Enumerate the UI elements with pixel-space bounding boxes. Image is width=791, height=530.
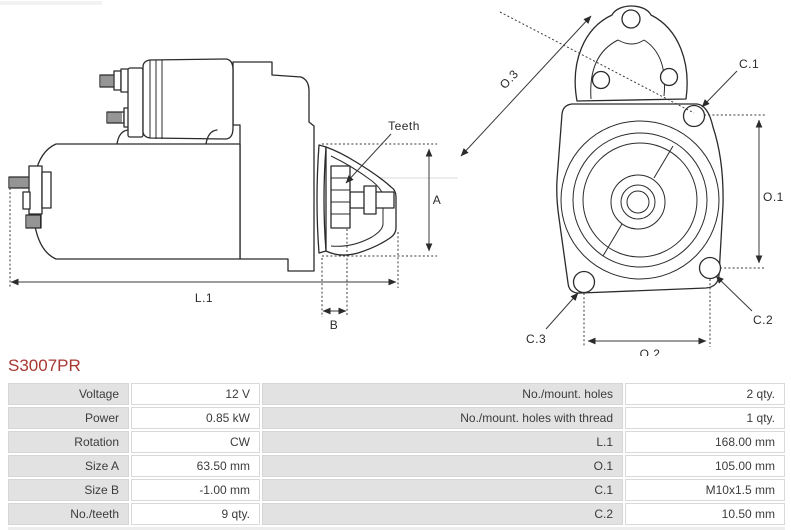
dim-label-c2: C.2 xyxy=(753,313,773,327)
spec-label: Size B xyxy=(8,479,129,501)
pinion-gear xyxy=(330,165,351,229)
spec-value: 9 qty. xyxy=(131,503,260,525)
spec-value: M10x1.5 mm xyxy=(625,479,785,501)
spec-label: Power xyxy=(8,407,129,429)
mounting-flange xyxy=(556,103,724,294)
solenoid-end-plate xyxy=(127,67,144,138)
spec-label: Rotation xyxy=(8,431,129,453)
spec-table: Voltage 12 V No./mount. holes 2 qty. Pow… xyxy=(8,383,785,525)
front-view: O.3 O.1 O.2 C.1 C.2 C.3 xyxy=(460,5,784,356)
spec-value: CW xyxy=(131,431,260,453)
dim-label-c1: C.1 xyxy=(739,57,759,71)
spec-value: 12 V xyxy=(131,383,260,405)
spec-label: C.1 xyxy=(262,479,623,501)
dim-label-l1: L.1 xyxy=(195,291,213,305)
part-number-title: S3007PR xyxy=(8,356,81,375)
spec-label: Size A xyxy=(8,455,129,477)
spec-value: 2 qty. xyxy=(625,383,785,405)
spec-value: 105.00 mm xyxy=(625,455,785,477)
bracket-hole-left xyxy=(591,70,611,90)
side-view: A Teeth L.1 B xyxy=(8,58,458,332)
spec-label: C.2 xyxy=(262,503,623,525)
spec-label: O.1 xyxy=(262,455,623,477)
spec-label: Voltage xyxy=(8,383,129,405)
spec-label: No./teeth xyxy=(8,503,129,525)
spec-value: -1.00 mm xyxy=(131,479,260,501)
solenoid xyxy=(142,58,234,140)
spec-value: 0.85 kW xyxy=(131,407,260,429)
technical-drawing: A Teeth L.1 B xyxy=(8,5,784,356)
bracket-hole-top xyxy=(621,9,641,29)
center-bore xyxy=(560,120,720,280)
dim-label-b: B xyxy=(330,318,339,332)
spec-value: 63.50 mm xyxy=(131,455,260,477)
dim-label-o2: O.2 xyxy=(640,347,661,356)
cropped-ui-artifact xyxy=(0,1,102,5)
dim-label-o1: O.1 xyxy=(763,190,784,204)
spec-value: 168.00 mm xyxy=(625,431,785,453)
mount-hole-c3 xyxy=(572,270,596,294)
bracket-hole-right xyxy=(659,67,679,87)
dim-label-o3: O.3 xyxy=(497,67,521,92)
spec-value: 10.50 mm xyxy=(625,503,785,525)
motor-body xyxy=(32,143,241,260)
mount-hole-c2 xyxy=(698,256,722,280)
dim-label-c3: C.3 xyxy=(526,332,546,346)
mount-hole-c1 xyxy=(682,104,706,128)
shaft-collar xyxy=(363,185,377,215)
rear-terminal xyxy=(8,165,52,229)
dim-label-a: A xyxy=(433,193,442,207)
spec-value: 1 qty. xyxy=(625,407,785,429)
spec-label: No./mount. holes with thread xyxy=(262,407,623,429)
spec-label: L.1 xyxy=(262,431,623,453)
dim-label-teeth: Teeth xyxy=(388,119,420,133)
table-bottom-edge xyxy=(8,527,785,530)
spec-label: No./mount. holes xyxy=(262,383,623,405)
